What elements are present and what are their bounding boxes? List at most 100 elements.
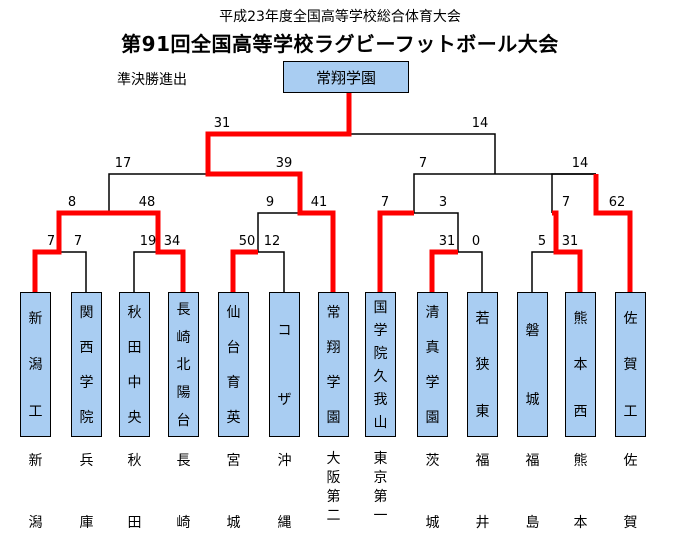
- line-iwaki: [531, 251, 556, 292]
- bracket-black-lines: [59, 133, 596, 292]
- team-name-char: 真: [425, 340, 440, 357]
- team-name-char: 常: [326, 305, 341, 322]
- line-r2-q3: [257, 212, 300, 252]
- team-name-char: 国: [373, 299, 388, 316]
- prefecture-char: 城: [226, 515, 241, 531]
- team-name-char: 関: [79, 305, 94, 322]
- score-r2-niigata: 8: [67, 195, 77, 210]
- score-r2-josho: 41: [310, 195, 328, 210]
- team-box: コザ: [269, 292, 300, 437]
- team-name-char: 崎: [176, 329, 191, 346]
- team-box: 常翔学園: [318, 292, 349, 437]
- team-box: 秋田中央: [119, 292, 150, 437]
- team-name-char: 工: [623, 403, 638, 420]
- score-r2-kumamoto: 7: [561, 195, 571, 210]
- prefecture-char: 二: [326, 508, 341, 524]
- prefecture-char: 大: [326, 451, 341, 467]
- score-r3-c: 7: [418, 156, 428, 171]
- team-name-char: 院: [373, 345, 388, 362]
- line-seishin: [429, 249, 458, 292]
- line-sf-right: [349, 133, 496, 174]
- team-name-char: 磐: [525, 322, 540, 339]
- score-r3-d: 14: [571, 156, 589, 171]
- champion-box: 常翔学園: [283, 61, 409, 93]
- champion-name: 常翔学園: [315, 68, 376, 87]
- team-box: 磐城: [517, 292, 548, 437]
- prefecture-char: 一: [373, 508, 388, 524]
- score-r1-nagasaki: 34: [163, 234, 181, 249]
- line-wakasa: [455, 251, 483, 292]
- score-r1-wakasa: 0: [471, 234, 481, 249]
- team-name-char: 新: [28, 311, 43, 328]
- stage-label: 準決勝進出: [117, 72, 187, 88]
- prefecture-char: 沖: [277, 453, 292, 469]
- prefecture-char: 縄: [277, 515, 292, 531]
- team-name-char: 院: [79, 409, 94, 426]
- line-saga: [593, 174, 633, 292]
- team-box: 仙台育英: [218, 292, 249, 437]
- team-name-char: 西: [573, 403, 588, 420]
- line-niigata: [32, 210, 109, 292]
- team-name-char: 秋: [127, 305, 142, 322]
- team-name-char: コ: [277, 322, 292, 339]
- team-name-char: 台: [226, 340, 241, 357]
- team-prefecture: 熊本: [565, 450, 596, 532]
- team-name-char: 山: [373, 415, 388, 432]
- line-kumamoto: [552, 210, 583, 292]
- score-r3-b: 39: [275, 156, 293, 171]
- team-name-char: 狭: [475, 357, 490, 374]
- team-name-char: 佐: [623, 311, 638, 328]
- prefecture-char: 熊: [573, 453, 588, 469]
- team-name-char: 学: [326, 374, 341, 391]
- prefecture-char: 田: [127, 515, 142, 531]
- score-r1-kansai: 7: [73, 234, 83, 249]
- prefecture-char: 長: [176, 453, 191, 469]
- team-prefecture: 秋田: [119, 450, 150, 532]
- prefecture-char: 井: [475, 515, 490, 531]
- team-name-char: 清: [425, 305, 440, 322]
- team-name-char: 育: [226, 374, 241, 391]
- score-sf-right: 14: [471, 116, 489, 131]
- team-box: 関西学院: [71, 292, 102, 437]
- team-box: 熊本西: [565, 292, 596, 437]
- team-box: 長崎北陽台: [168, 292, 199, 437]
- team-name-char: 久: [373, 369, 388, 386]
- prefecture-char: 新: [28, 453, 43, 469]
- score-r1-akita: 19: [139, 234, 157, 249]
- score-r3-a: 17: [114, 156, 132, 171]
- team-name-char: 我: [373, 392, 388, 409]
- score-r2-nagasaki: 48: [138, 195, 156, 210]
- team-box: 佐賀工: [615, 292, 646, 437]
- team-name-char: 園: [425, 409, 440, 426]
- prefecture-char: 庫: [79, 515, 94, 531]
- tournament-title: 第91回全国高等学校ラグビーフットボール大会: [121, 32, 559, 56]
- line-akita: [133, 251, 158, 292]
- line-r3-c: [413, 173, 495, 213]
- team-name-char: 長: [176, 301, 191, 318]
- team-name-char: 田: [127, 340, 142, 357]
- team-name-char: ザ: [277, 392, 292, 409]
- score-sf-left: 31: [213, 116, 231, 131]
- team-prefecture: 新潟: [20, 450, 51, 532]
- team-name-char: 東: [475, 403, 490, 420]
- team-name-char: 学: [79, 374, 94, 391]
- score-r1-koza: 12: [263, 234, 281, 249]
- team-name-char: 仙: [226, 305, 241, 322]
- line-kokugakuin: [377, 210, 414, 292]
- prefecture-char: 阪: [326, 470, 341, 486]
- score-r1-seishin: 31: [438, 234, 456, 249]
- team-name-char: 陽: [176, 385, 191, 402]
- prefecture-char: 兵: [79, 453, 94, 469]
- team-name-char: 工: [28, 403, 43, 420]
- team-prefecture: 沖縄: [269, 450, 300, 532]
- team-name-char: 北: [176, 357, 191, 374]
- team-name-char: 英: [226, 409, 241, 426]
- line-r3-a: [108, 173, 208, 213]
- line-kansai: [59, 251, 87, 292]
- team-name-char: 学: [373, 322, 388, 339]
- team-prefecture: 東京第一: [365, 450, 396, 532]
- score-r1-sendai: 50: [238, 234, 256, 249]
- team-name-char: 賀: [623, 357, 638, 374]
- team-name-char: 央: [127, 409, 142, 426]
